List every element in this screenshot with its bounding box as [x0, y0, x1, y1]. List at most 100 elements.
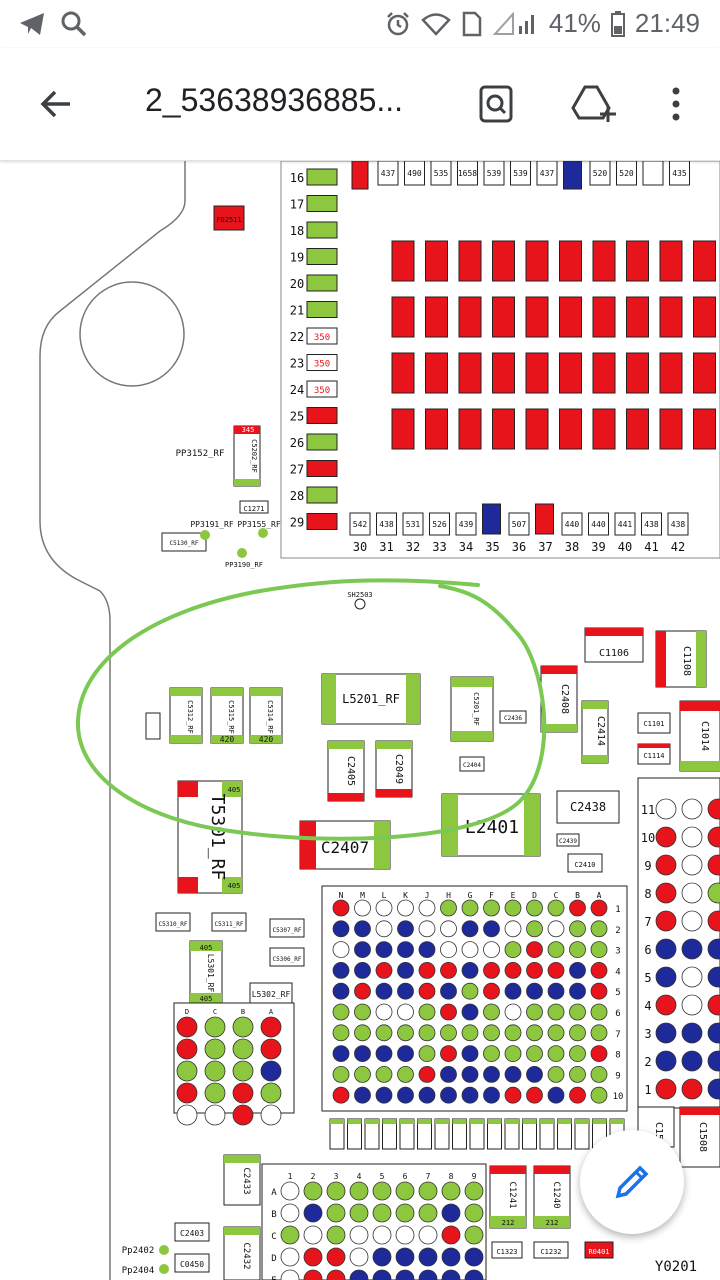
- signal-icon: [492, 11, 534, 35]
- bga-ball: [464, 1225, 484, 1245]
- bga-ball: [483, 920, 500, 938]
- bga-ball: [232, 1082, 254, 1104]
- bga-ball: [395, 1269, 415, 1280]
- image-search-icon: [479, 85, 513, 123]
- bga-ball: [483, 941, 500, 958]
- add-to-drive-button[interactable]: [568, 78, 620, 130]
- pad: [582, 755, 608, 763]
- back-button[interactable]: [30, 78, 82, 130]
- bga-ball: [349, 1247, 369, 1267]
- bga-ball: [354, 962, 371, 979]
- pad: [557, 1119, 572, 1124]
- bga-ball: [440, 1066, 457, 1083]
- file-title: 2_53638936885...: [145, 82, 404, 118]
- pin-pad: [482, 503, 501, 535]
- bga-ball: [397, 1086, 414, 1104]
- pad: [425, 408, 448, 450]
- lens-search-button[interactable]: [470, 78, 522, 130]
- pad: [300, 821, 316, 869]
- bga-ball: [440, 1045, 457, 1062]
- search-icon: [61, 11, 87, 37]
- pad: [328, 793, 364, 801]
- bga-ball: [440, 899, 457, 917]
- bga-ball: [464, 1269, 484, 1280]
- c1323-label: C1323: [496, 1248, 517, 1256]
- pin-pad: [306, 407, 338, 424]
- bga-ball: [332, 1003, 350, 1021]
- alarm-icon: [386, 11, 409, 35]
- pin-pad: [376, 512, 397, 536]
- bga-ball: [354, 1024, 371, 1042]
- bga-ball: [526, 1024, 543, 1042]
- bga-ball: [204, 1104, 226, 1126]
- more-options-button[interactable]: [650, 78, 702, 130]
- pad: [190, 941, 222, 951]
- pp2404-label: Pp2404: [122, 1266, 155, 1276]
- bga-ball: [504, 1003, 522, 1021]
- pad: [224, 1227, 260, 1235]
- pad: [211, 735, 243, 743]
- bga-ball: [707, 1078, 720, 1100]
- bga-ball: [547, 1024, 565, 1042]
- c1508: [679, 1106, 720, 1168]
- bga-ball: [504, 982, 522, 1000]
- c2408: [540, 665, 578, 733]
- bga-row-label: 3: [615, 947, 620, 957]
- pad: [365, 1119, 379, 1124]
- bga-ball: [461, 941, 479, 958]
- bga-ball: [707, 938, 720, 960]
- pad: [525, 408, 549, 450]
- bga-ball: [504, 1066, 522, 1083]
- pad: [659, 296, 683, 338]
- bga-ball: [232, 1038, 254, 1060]
- app-bar: 2_53638936885...: [0, 48, 720, 161]
- board-outline: [39, 161, 186, 1280]
- bga-ball: [418, 941, 436, 958]
- pad: [374, 821, 390, 869]
- edit-fab[interactable]: [580, 1130, 684, 1234]
- c1240-value: 212: [546, 1219, 559, 1227]
- pad: [347, 1119, 362, 1124]
- bga-ball: [681, 1050, 703, 1072]
- bga-col-label: 6: [403, 1172, 408, 1181]
- bga-ball: [483, 982, 500, 1000]
- pp3152-label: PP3152_RF: [176, 449, 225, 459]
- pad: [626, 408, 649, 450]
- l5301: [189, 940, 223, 1004]
- bga-ball: [526, 1045, 543, 1062]
- pad: [451, 731, 493, 741]
- pad: [435, 1119, 449, 1124]
- pin-value: 435: [672, 169, 687, 178]
- c1240-label: C1240: [551, 1181, 561, 1208]
- pin-pad: [306, 248, 338, 265]
- c5202: [233, 425, 261, 487]
- pad: [382, 1119, 397, 1124]
- pad: [417, 1119, 432, 1124]
- bga-ball: [440, 1086, 457, 1104]
- pad: [585, 628, 643, 636]
- bga-ball: [547, 1045, 565, 1062]
- c5202-label: C5202_RF: [250, 439, 258, 473]
- bga-ball: [483, 1024, 500, 1042]
- pin-pad: [589, 161, 611, 186]
- pad: [170, 735, 202, 743]
- bga-ball: [547, 982, 565, 1000]
- bga-ball: [354, 1003, 371, 1021]
- bga-ball: [260, 1038, 282, 1060]
- pad: [656, 631, 666, 687]
- bga-ball: [681, 1022, 703, 1044]
- pin-number: 39: [591, 540, 605, 554]
- pin-value: 542: [353, 520, 368, 529]
- bga-ball: [332, 899, 350, 917]
- pad: [693, 240, 716, 282]
- bga-ball: [280, 1225, 300, 1245]
- bga-row-label: 8: [615, 1051, 620, 1061]
- pad: [391, 240, 415, 282]
- c1508-label: C1508: [697, 1122, 708, 1152]
- bga-row-label: 5: [644, 971, 651, 985]
- wifi-icon: [421, 12, 451, 36]
- bga-ball: [504, 920, 522, 938]
- bga-ball: [418, 982, 436, 1000]
- bga-row-label: 4: [615, 967, 620, 977]
